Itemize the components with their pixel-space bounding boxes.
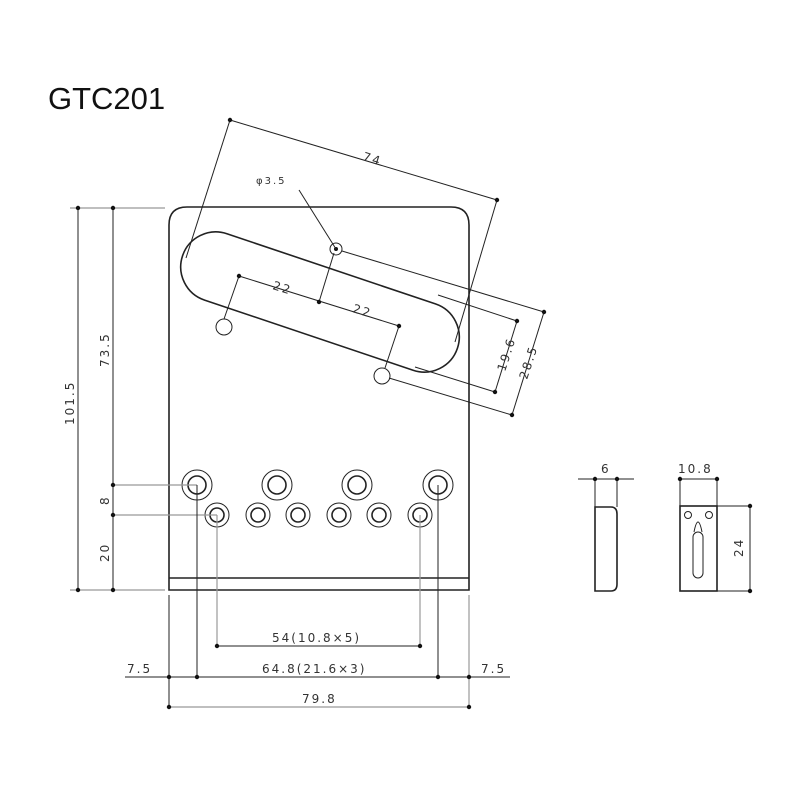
saddle-view xyxy=(677,476,753,594)
small-hole xyxy=(329,242,343,256)
dim-74: 74 xyxy=(361,149,384,168)
pickup-slot xyxy=(179,231,461,373)
left-dimensions xyxy=(70,205,217,593)
dim-7-5-right: 7.5 xyxy=(481,662,506,676)
dim-73-5: 73.5 xyxy=(98,332,112,367)
dim-22-a: 22 xyxy=(271,278,294,297)
dim-54: 54(10.8×5) xyxy=(272,631,361,645)
dim-79-8: 79.8 xyxy=(302,692,337,706)
dim-7-5-left: 7.5 xyxy=(127,662,152,676)
dim-22-b: 22 xyxy=(351,301,374,320)
dim-19-6: 19.6 xyxy=(495,336,519,373)
mount-hole-right xyxy=(373,367,391,385)
dim-24: 24 xyxy=(732,538,746,557)
drawing-title: GTC201 xyxy=(48,81,165,116)
bridge-plate xyxy=(168,206,470,591)
bottom-dimensions xyxy=(125,485,510,710)
string-holes xyxy=(181,469,454,501)
dim-20: 20 xyxy=(98,543,112,562)
dim-64-8: 64.8(21.6×3) xyxy=(262,662,367,676)
saddle-screw-holes xyxy=(204,502,433,528)
dim-8: 8 xyxy=(98,495,112,505)
slot-dimensions xyxy=(185,117,547,418)
dim-28-5: 28.5 xyxy=(517,344,541,381)
dim-101-5: 101.5 xyxy=(63,381,77,425)
side-view xyxy=(578,476,634,592)
dim-hole-dia: φ3.5 xyxy=(256,176,287,187)
dim-10-8: 10.8 xyxy=(678,462,713,476)
mount-hole-left xyxy=(215,318,233,336)
dim-6: 6 xyxy=(601,462,611,476)
